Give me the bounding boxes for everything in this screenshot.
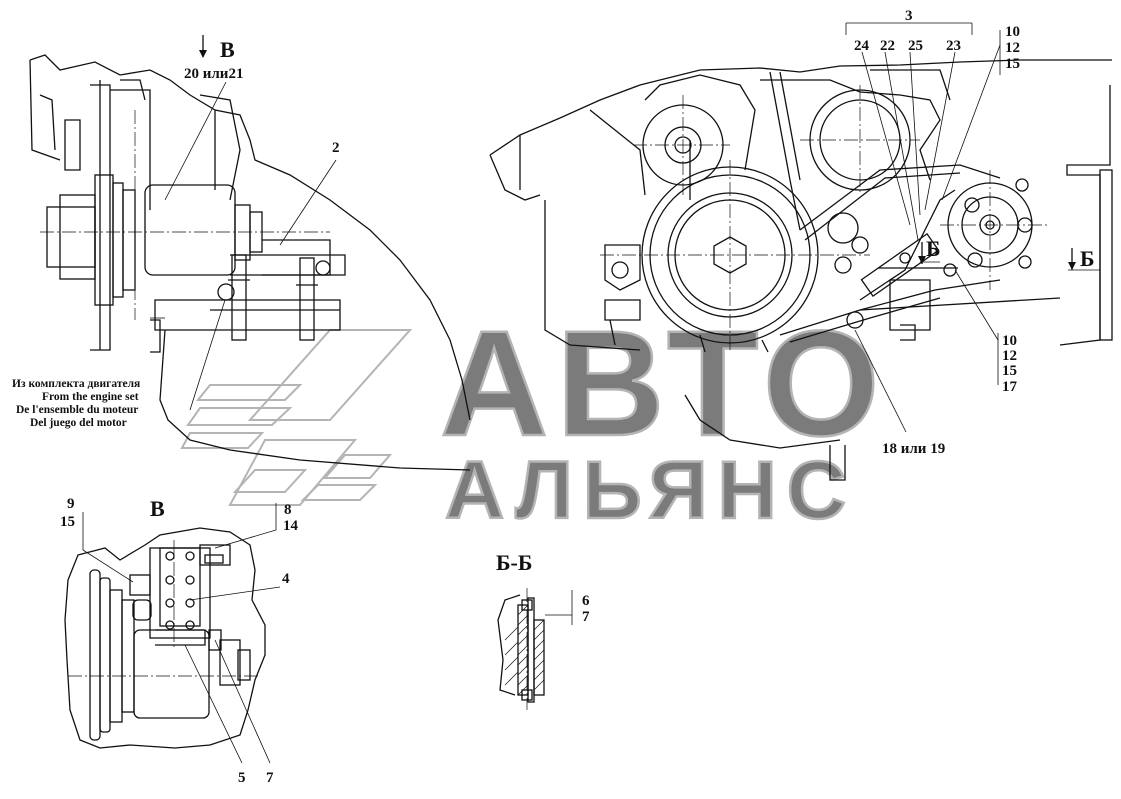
note-line-1: Из комплекта двигателя bbox=[12, 378, 140, 390]
callout-24: 24 bbox=[854, 38, 870, 54]
callout-14: 14 bbox=[283, 518, 299, 534]
note-line-4: Del juego del motor bbox=[30, 417, 127, 429]
callout-25: 25 bbox=[908, 38, 923, 54]
callout-17: 17 bbox=[1002, 379, 1018, 395]
callout-15c: 15 bbox=[60, 514, 75, 530]
callout-7b: 7 bbox=[582, 609, 590, 625]
section-title-bb: Б-Б bbox=[496, 550, 532, 575]
callout-4: 4 bbox=[282, 571, 290, 587]
callout-15b: 15 bbox=[1002, 363, 1017, 379]
callout-3: 3 bbox=[905, 8, 913, 24]
watermark-line1: АВТО bbox=[440, 299, 888, 467]
leader-lines bbox=[82, 22, 1100, 764]
section-label-b-right: Б bbox=[1080, 246, 1095, 271]
callout-22: 22 bbox=[880, 38, 895, 54]
note-line-2: From the engine set bbox=[42, 391, 139, 403]
callout-10a: 10 bbox=[1005, 24, 1020, 40]
right-engine-assembly bbox=[489, 59, 1113, 481]
note-line-3: De l'ensemble du moteur bbox=[16, 404, 138, 416]
detail-view-b bbox=[64, 527, 266, 749]
callout-12b: 12 bbox=[1002, 348, 1017, 364]
view-label-v-arrow: В bbox=[220, 37, 235, 62]
callout-8: 8 bbox=[284, 502, 292, 518]
labels: В 20 или21 2 3 24 22 25 23 10 12 15 Б Б … bbox=[12, 8, 1095, 786]
callout-6: 6 bbox=[582, 593, 590, 609]
left-compressor-assembly bbox=[29, 54, 471, 471]
view-label-v-detail: В bbox=[150, 496, 165, 521]
callout-9: 9 bbox=[67, 496, 75, 512]
callout-7a: 7 bbox=[266, 770, 274, 786]
callout-18-19: 18 или 19 bbox=[882, 441, 945, 457]
callout-2: 2 bbox=[332, 140, 340, 156]
watermark-line2: АЛЬЯНС bbox=[445, 445, 856, 536]
callout-20-21: 20 или21 bbox=[184, 66, 243, 82]
view-arrows bbox=[199, 35, 1076, 270]
callout-10b: 10 bbox=[1002, 333, 1017, 349]
section-bb bbox=[497, 588, 573, 710]
callout-15a: 15 bbox=[1005, 56, 1020, 72]
section-label-b-left: Б bbox=[926, 236, 941, 261]
callout-23: 23 bbox=[946, 38, 961, 54]
callout-5: 5 bbox=[238, 770, 246, 786]
callout-12a: 12 bbox=[1005, 40, 1020, 56]
